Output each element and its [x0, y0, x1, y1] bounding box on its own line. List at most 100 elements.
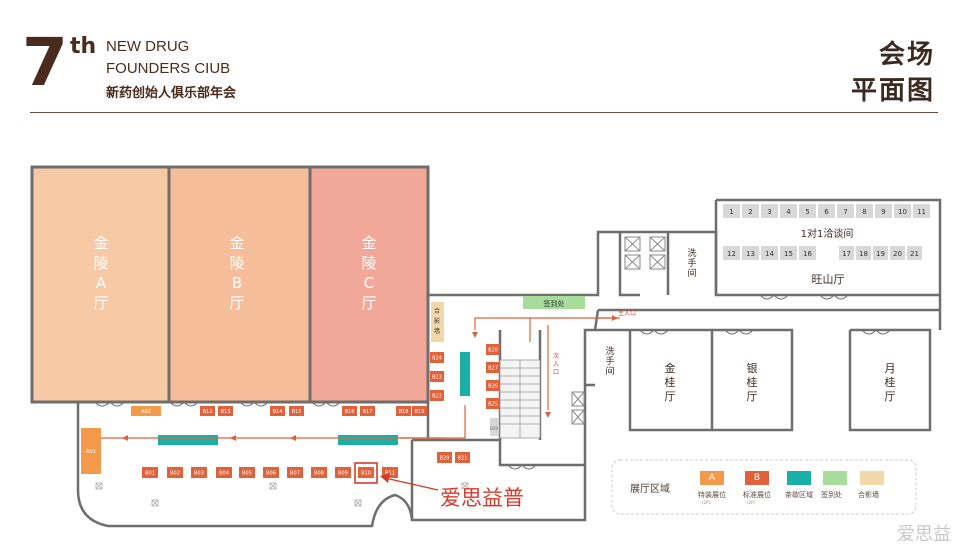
side-entrance-label-1: 次	[553, 352, 559, 360]
meeting-slot[interactable]	[907, 246, 922, 260]
booth-b05[interactable]	[239, 467, 255, 478]
hall-a-label-4: 厅	[93, 294, 108, 312]
booth-b22[interactable]	[430, 390, 444, 401]
elevators	[571, 236, 666, 425]
legend-swatch	[787, 471, 811, 485]
meeting-slot[interactable]	[894, 204, 911, 218]
legend-swatch: B	[745, 471, 769, 485]
booth-b19[interactable]	[412, 406, 427, 416]
header-divider	[30, 112, 938, 113]
meeting-slot[interactable]	[890, 246, 905, 260]
meeting-slot-label: 6	[824, 208, 829, 216]
meeting-slot-label: 14	[765, 250, 774, 258]
main-entrance-label: 主入口	[618, 309, 636, 317]
booth-b24[interactable]	[430, 352, 444, 363]
booth-b16[interactable]	[342, 406, 357, 416]
photo-wall[interactable]	[431, 302, 444, 342]
meeting-slot[interactable]	[742, 204, 759, 218]
meeting-slot-label: 18	[859, 250, 868, 258]
hall-c-label-3: C	[364, 274, 374, 292]
meeting-slot[interactable]	[780, 204, 797, 218]
booth-b14[interactable]	[270, 406, 285, 416]
booth-b09[interactable]	[335, 467, 351, 478]
meeting-slot[interactable]	[761, 204, 778, 218]
photo-wall-label-2: 影	[434, 317, 440, 325]
meeting-slot[interactable]	[856, 246, 871, 260]
booth-b27[interactable]	[486, 362, 500, 373]
booth-b11[interactable]	[382, 467, 398, 478]
doors	[94, 294, 891, 470]
hall-c-label-4: 厅	[361, 294, 376, 312]
booth-b01[interactable]	[142, 467, 158, 478]
booth-b20[interactable]	[437, 452, 452, 463]
meeting-slot-label: 8	[862, 208, 866, 216]
booth-b07[interactable]	[287, 467, 303, 478]
hall-block	[30, 165, 430, 404]
meeting-slot[interactable]	[723, 204, 740, 218]
booth-label: B28	[488, 348, 498, 354]
meeting-slot[interactable]	[856, 204, 873, 218]
meeting-slot[interactable]	[742, 246, 759, 260]
restroom-1-label-1: 洗	[687, 247, 696, 259]
booth-b03[interactable]	[191, 467, 207, 478]
tea-break-1[interactable]	[158, 435, 218, 445]
meeting-slot[interactable]	[837, 204, 854, 218]
page-title-line2: 平面图	[850, 76, 935, 106]
booth-b21[interactable]	[455, 452, 470, 463]
meeting-slot-label: 19	[876, 250, 885, 258]
meeting-slot[interactable]	[799, 204, 816, 218]
meeting-slot[interactable]	[780, 246, 797, 260]
meeting-slot[interactable]	[818, 204, 835, 218]
meeting-slot[interactable]	[875, 204, 892, 218]
booth-b08[interactable]	[311, 467, 327, 478]
booth-a01[interactable]	[81, 428, 101, 474]
meeting-slot-label: 20	[893, 250, 902, 258]
booth-label: B23	[432, 375, 442, 381]
legend-label: 合影墙	[858, 491, 879, 499]
meeting-slot[interactable]	[873, 246, 888, 260]
booth-b18[interactable]	[396, 406, 411, 416]
tea-break-2[interactable]	[338, 435, 398, 445]
meeting-slot-label: 10	[898, 208, 907, 216]
yuegui-label-2: 桂	[885, 375, 896, 389]
booth-b28[interactable]	[486, 344, 500, 355]
hall-b-label-2: 陵	[229, 254, 244, 272]
booth-b17[interactable]	[360, 406, 375, 416]
booth-label: B04	[219, 471, 229, 477]
booth-label: B19	[415, 409, 425, 415]
meeting-slot[interactable]	[799, 246, 816, 260]
booth-b25[interactable]	[486, 398, 500, 409]
hall-b-label-3: B	[232, 274, 242, 292]
booth-b13[interactable]	[218, 406, 233, 416]
booth-label: B14	[273, 409, 283, 415]
booth-b26[interactable]	[486, 380, 500, 391]
meeting-slot[interactable]	[839, 246, 854, 260]
hall-b[interactable]	[167, 165, 312, 404]
booth-label: B03	[194, 471, 204, 477]
hall-a-label-2: 陵	[93, 254, 108, 272]
booth-b15[interactable]	[289, 406, 304, 416]
meeting-slot[interactable]	[761, 246, 778, 260]
booth-b04[interactable]	[216, 467, 232, 478]
booth-label: B06	[266, 471, 276, 477]
tea-break-3[interactable]	[460, 352, 470, 396]
booth-b02[interactable]	[167, 467, 183, 478]
booth-label: B25	[488, 402, 498, 408]
meeting-slot[interactable]	[723, 246, 740, 260]
booth-label: A02	[141, 409, 151, 415]
booth-label: B10	[361, 471, 371, 477]
booth-b23[interactable]	[430, 371, 444, 382]
jingui-label-2: 桂	[665, 375, 676, 389]
booth-label: B24	[432, 356, 442, 362]
booth-b10[interactable]	[358, 467, 374, 478]
booth-b06[interactable]	[263, 467, 279, 478]
callout-arrow	[384, 477, 439, 491]
booth-a02[interactable]	[131, 406, 161, 416]
checkin-desk[interactable]	[523, 296, 585, 309]
meeting-slot[interactable]	[913, 204, 930, 218]
restroom-1-label-3: 间	[687, 267, 696, 279]
booth-b12[interactable]	[200, 406, 215, 416]
